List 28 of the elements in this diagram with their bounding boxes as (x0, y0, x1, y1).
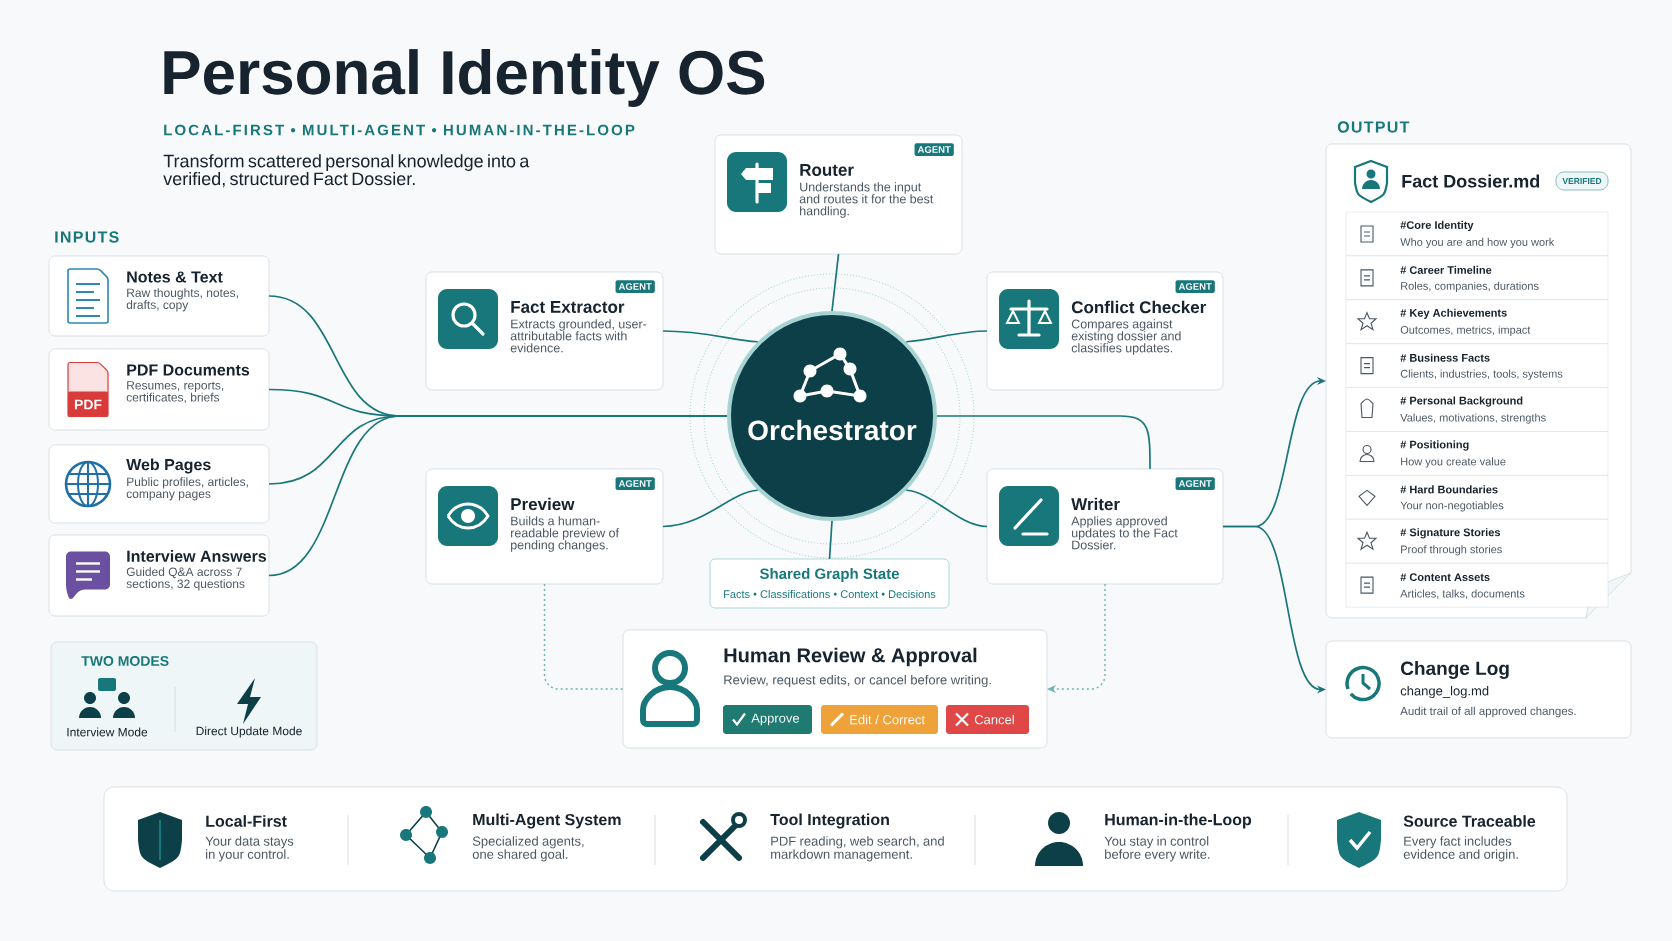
state-box: Shared Graph State Facts • Classifications • Context • Decisions (709, 558, 950, 609)
agent-badge: AGENT (615, 280, 655, 293)
feature-bar: Local-First Your data stays in your control. Multi-Agent System Specialized agents, one shared goal. Tool Integration PDF reading, web search, and markdown management. Human-in-the-Loop You stay in control before every write. Source Traceable Every fact includes evidence and origin. (103, 786, 1568, 892)
section-row: # Positioning How you create value (1345, 431, 1609, 476)
agent-badge: AGENT (1175, 280, 1215, 293)
section-row: #Core Identity Who you are and how you work (1345, 211, 1609, 257)
section-row: # Key Achievements Outcomes, metrics, impact (1345, 299, 1609, 344)
section-row: # Signature Stories Proof through stories (1345, 519, 1609, 564)
subtitle: LOCAL-FIRST • MULTI-AGENT • HUMAN-IN-THE-LOOP (164, 124, 635, 136)
agent-badge: AGENT (1175, 477, 1215, 490)
action-button: Cancel (946, 705, 1029, 734)
section-row: # Content Assets Articles, talks, documents (1345, 562, 1609, 608)
section-row: # Personal Background Values, motivations, strengths (1345, 387, 1609, 432)
verified-badge: VERIFIED (1555, 171, 1609, 191)
title: Personal Identity OS (164, 49, 765, 107)
input-card: Interview Answers Guided Q&A across 7 sections, 32 questions (48, 534, 270, 617)
action-button: Approve (723, 705, 812, 734)
section-row: # Career Timeline Roles, companies, durations (1345, 255, 1609, 301)
section-row: # Business Facts Clients, industries, tools, systems (1345, 343, 1609, 388)
action-button: Edit / Correct (821, 705, 938, 734)
section-row: # Hard Boundaries Your non-negotiables (1345, 475, 1609, 520)
agent-badge: AGENT (615, 477, 655, 490)
input-card: Web Pages Public profiles, articles, company pages (48, 444, 270, 524)
agent-badge: AGENT (914, 143, 954, 156)
description: Transform scattered personal knowledge into a verified, structured Fact Dossier. (163, 154, 530, 188)
section-heading: OUTPUT (1337, 121, 1410, 133)
changelog-card: Change Log change_log.md Audit trail of all approved changes. (1325, 640, 1632, 739)
modes-panel: TWO MODES Interview Mode Direct Update Mode (50, 641, 318, 751)
